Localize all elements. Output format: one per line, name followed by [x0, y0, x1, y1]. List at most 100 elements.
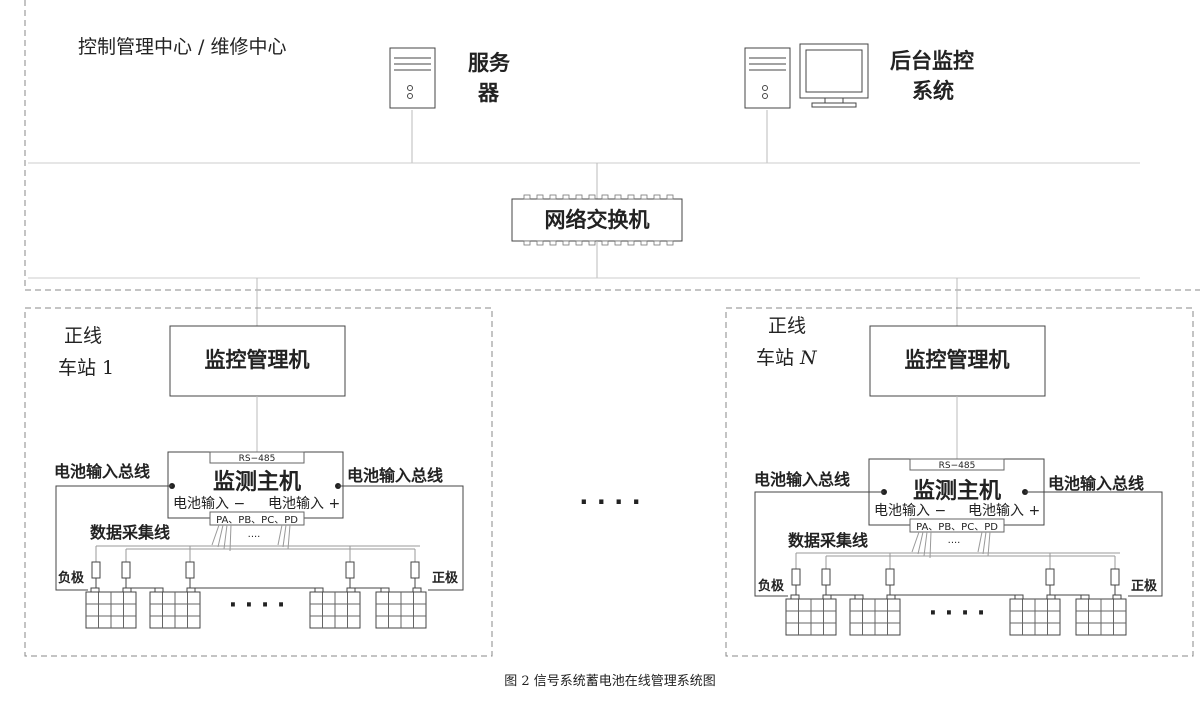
station-n-label-line2: 车站 N: [756, 347, 818, 369]
station-1-channel-box: [209, 511, 305, 526]
battery-cell: [849, 594, 901, 636]
battery-cell: [1075, 594, 1127, 636]
station-n: 正线 车站 N 监控管理机 RS−485 监测主机 电池输入 − 电池输入 + …: [725, 307, 1194, 657]
switch-port: [562, 194, 570, 200]
server-icon: [389, 47, 436, 109]
server-label-line2: 器: [477, 81, 500, 105]
station-1-label-line2: 车站 1: [58, 357, 114, 379]
station-1-rs485-box: [209, 451, 305, 464]
station-n-manager-box: [869, 325, 1046, 397]
station-1-batteries: [85, 587, 427, 629]
battery-cell: [375, 587, 427, 629]
fuse: [821, 568, 831, 586]
switch-port: [549, 240, 557, 246]
station-1-channels: PA、PB、PC、PD: [216, 515, 298, 526]
station-1-label-line1: 正线: [64, 325, 102, 347]
station-n-rs485-box: [909, 458, 1005, 471]
station-1-fuses: [91, 561, 420, 588]
battery-cell: [785, 594, 837, 636]
station-n-positive-label: 正极: [1131, 578, 1158, 594]
station-n-positive-bus: [1025, 491, 1163, 597]
station-n-fuses: [791, 568, 1120, 595]
fuse: [185, 561, 195, 579]
station-1-manager-label: 监控管理机: [205, 348, 310, 372]
station-1-data-line: 数据采集线: [90, 523, 170, 542]
fuse: [91, 561, 101, 579]
fuse: [121, 561, 131, 579]
station-1-bus-left: 电池输入总线: [54, 462, 150, 481]
switch-port: [601, 194, 609, 200]
battery-cell: [85, 587, 137, 629]
station-n-boundary: [725, 307, 1194, 657]
switch-port: [549, 194, 557, 200]
station-n-rs485: RS−485: [939, 461, 976, 471]
station-1-negative-bus: [55, 485, 172, 591]
switch-port: [575, 194, 583, 200]
switch-port: [666, 194, 674, 200]
station-1-negative-label: 负极: [58, 570, 85, 586]
switch-port: [536, 240, 544, 246]
station-n-channel-box: [909, 518, 1005, 533]
station-n-input-minus: 电池输入 −: [874, 503, 946, 519]
station-n-bus-right: 电池输入总线: [1048, 474, 1144, 493]
station-1-input-plus: 电池输入 +: [268, 496, 340, 512]
switch-port: [640, 240, 648, 246]
battery-cell: [309, 587, 361, 629]
monitor-icon: [799, 43, 869, 108]
control-center-boundary: [24, 0, 1200, 291]
switch-port: [536, 194, 544, 200]
station-1-data-bundle: [95, 524, 420, 562]
station-1: 正线 车站 1 监控管理机 RS−485 监测主机 电池输入 − 电池输入 + …: [24, 307, 493, 657]
switch-port: [523, 194, 531, 200]
station-n-host-label: 监测主机: [913, 478, 1001, 504]
monitor-label-line1: 后台监控: [890, 49, 974, 73]
control-center-title: 控制管理中心 / 维修中心: [78, 36, 286, 58]
station-1-battery-dots: · · · ·: [229, 593, 285, 618]
figure-caption: 图 2 信号系统蓄电池在线管理系统图: [504, 674, 716, 689]
switch-port: [575, 240, 583, 246]
station-n-negative-label: 负极: [758, 578, 785, 594]
fuse: [885, 568, 895, 586]
switch-port: [653, 240, 661, 246]
station-n-data-line: 数据采集线: [788, 531, 868, 550]
switch-port: [601, 240, 609, 246]
fuse: [1110, 568, 1120, 586]
station-n-bus-left: 电池输入总线: [754, 470, 850, 489]
switch-port: [627, 194, 635, 200]
station-n-input-plus: 电池输入 +: [968, 503, 1040, 519]
switch-port: [588, 240, 596, 246]
station-1-input-minus: 电池输入 −: [173, 496, 245, 512]
switch-port: [666, 240, 674, 246]
fuse: [1045, 568, 1055, 586]
switch-port: [614, 240, 622, 246]
station-1-positive-bus: [338, 485, 464, 591]
station-n-data-bundle: [795, 531, 1120, 569]
switch-port: [562, 240, 570, 246]
switch-port: [614, 194, 622, 200]
switch-port: [653, 194, 661, 200]
fuse: [345, 561, 355, 579]
station-n-negative-bus: [754, 491, 884, 597]
fuse: [791, 568, 801, 586]
station-1-boundary: [24, 307, 493, 657]
switch-port: [523, 240, 531, 246]
station-1-host-label: 监测主机: [213, 469, 301, 495]
switch-port: [627, 240, 635, 246]
battery-cell: [149, 587, 201, 629]
station-n-label-line1: 正线: [768, 315, 806, 337]
network-switch-label: 网络交换机: [545, 208, 650, 232]
server-label-line1: 服务: [468, 51, 511, 75]
battery-cell: [1009, 594, 1061, 636]
switch-port: [588, 194, 596, 200]
station-n-manager-label: 监控管理机: [905, 348, 1010, 372]
station-n-channel-dots: ····: [948, 538, 961, 549]
station-n-battery-dots: · · · ·: [929, 601, 985, 626]
station-1-bus-right: 电池输入总线: [347, 466, 443, 485]
station-n-batteries: [785, 594, 1127, 636]
monitor-label-line2: 系统: [912, 79, 954, 103]
station-1-manager-box: [169, 325, 346, 397]
switch-port: [640, 194, 648, 200]
fuse: [410, 561, 420, 579]
station-1-positive-label: 正极: [432, 570, 459, 586]
